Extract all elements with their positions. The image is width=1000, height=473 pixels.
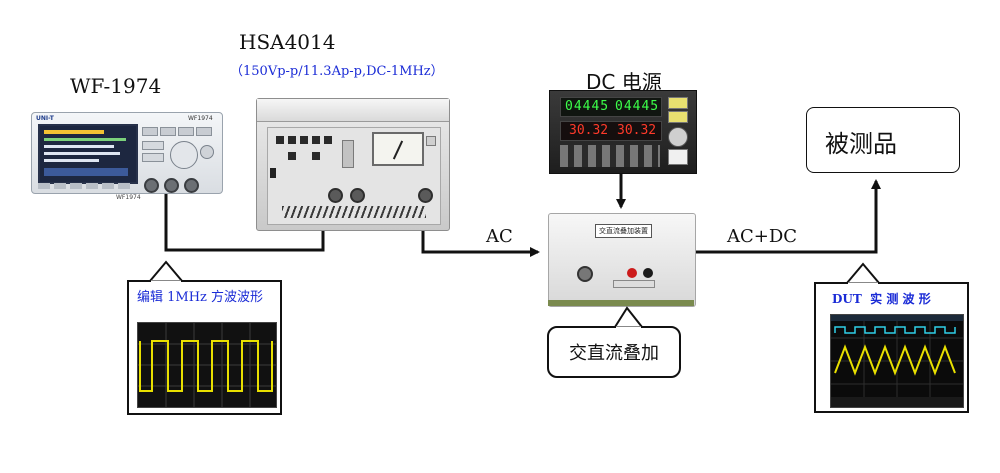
- dut-scope: [830, 314, 964, 408]
- edit-wave-panel: 编辑 1MHz 方波波形: [127, 280, 282, 415]
- generator-badge: WF1974: [188, 115, 213, 122]
- dc-display-top: 04445 04445: [560, 97, 662, 117]
- dut-box: 被测品: [806, 107, 960, 173]
- amplifier-spec: （150Vp-p/11.3Ap-p,DC-1MHz）: [230, 64, 444, 79]
- amplifier: [256, 98, 450, 231]
- amplifier-vents: [282, 206, 426, 218]
- dut-label: 被测品: [825, 130, 897, 158]
- square-wave-trace: [138, 323, 276, 407]
- generator-screen: [38, 124, 138, 184]
- square-wave-scope: [137, 322, 277, 408]
- combiner-callout-text: 交直流叠加: [569, 343, 659, 364]
- amplifier-label: HSA4014: [239, 30, 336, 54]
- amplifier-top-panel: [257, 99, 449, 122]
- generator-output-connectors: [144, 177, 214, 193]
- ac-dc-combiner: 交直流叠加装置: [548, 213, 696, 307]
- generator-footer: WF1974: [116, 194, 141, 201]
- generator-keypad: [142, 127, 214, 177]
- amplifier-meter: [372, 132, 424, 166]
- combiner-callout: 交直流叠加: [547, 326, 681, 378]
- signal-label-ac: AC: [486, 226, 513, 247]
- combiner-to-dut-line: [695, 179, 881, 254]
- dut-wave-trace: [831, 315, 963, 407]
- dc-knobs: [666, 97, 690, 167]
- dc-display-bottom: 30.32 30.32: [560, 121, 662, 141]
- dc-current-left: 30.32: [569, 123, 609, 138]
- dc-voltage-right: 04445: [615, 99, 660, 114]
- dc-voltage-left: 04445: [565, 99, 610, 114]
- generator-label: WF-1974: [70, 74, 162, 98]
- generator-brand: UNI-T: [36, 115, 54, 122]
- generator-softkeys: [38, 183, 134, 189]
- amplifier-output-connector: [418, 188, 433, 203]
- dut-wave-title: DUT 实 测 波 形: [832, 292, 931, 306]
- edit-wave-title: 编辑 1MHz 方波波形: [137, 290, 264, 305]
- combiner-base: [548, 300, 694, 306]
- signal-label-ac-dc: AC+DC: [727, 226, 798, 247]
- amplifier-input-connector: [328, 188, 343, 203]
- dut-wave-panel: DUT 实 测 波 形: [814, 282, 969, 413]
- function-generator: UNI-T WF1974: [31, 112, 223, 194]
- dc-current-right: 30.32: [617, 123, 657, 138]
- amplifier-front-panel: [267, 127, 441, 225]
- combiner-nameplate: 交直流叠加装置: [595, 224, 652, 238]
- dc-power-supply: 04445 04445 30.32 30.32: [549, 90, 697, 174]
